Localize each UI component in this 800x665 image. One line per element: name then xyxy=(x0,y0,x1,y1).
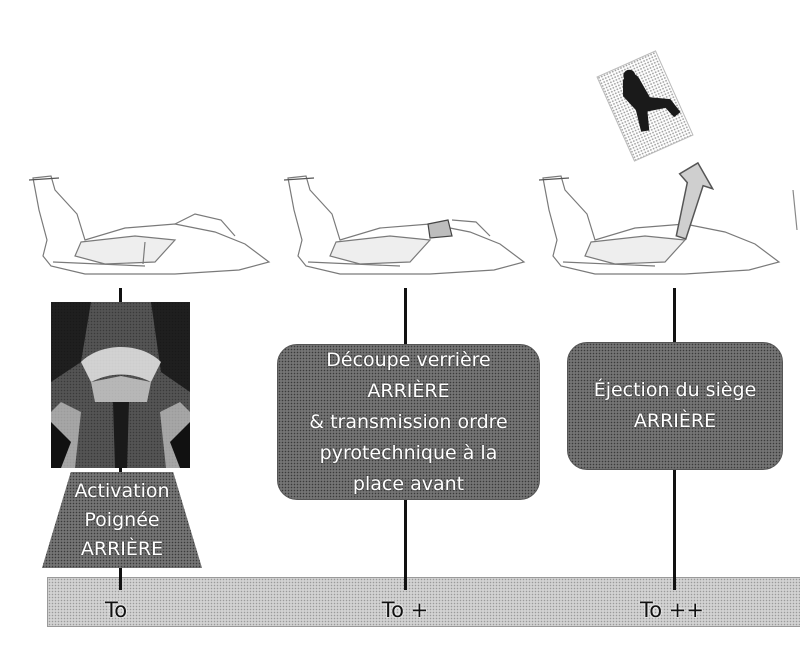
time-label-1: To xyxy=(104,598,128,622)
step-1-shape xyxy=(42,472,202,568)
time-label-2: To + xyxy=(381,598,429,622)
jet-aircraft-canopy-cut-icon xyxy=(283,175,526,275)
step-2-box: Découpe verrière ARRIÈRE & transmission … xyxy=(277,344,540,500)
jet-aircraft-icon xyxy=(28,175,271,275)
ejected-seat-icon xyxy=(596,50,694,162)
step-3-box: Éjection du siège ARRIÈRE xyxy=(567,342,783,470)
step-2-label: Découpe verrière ARRIÈRE & transmission … xyxy=(309,348,508,495)
step-1-label: Activation Poignée ARRIÈRE xyxy=(74,480,170,560)
step-3-label: Éjection du siège ARRIÈRE xyxy=(593,379,757,432)
ejection-handle-photo xyxy=(51,302,190,468)
jet-aircraft-ejection-icon xyxy=(538,175,798,275)
time-label-3: To ++ xyxy=(640,598,704,622)
ejection-arrow-icon xyxy=(675,161,714,240)
